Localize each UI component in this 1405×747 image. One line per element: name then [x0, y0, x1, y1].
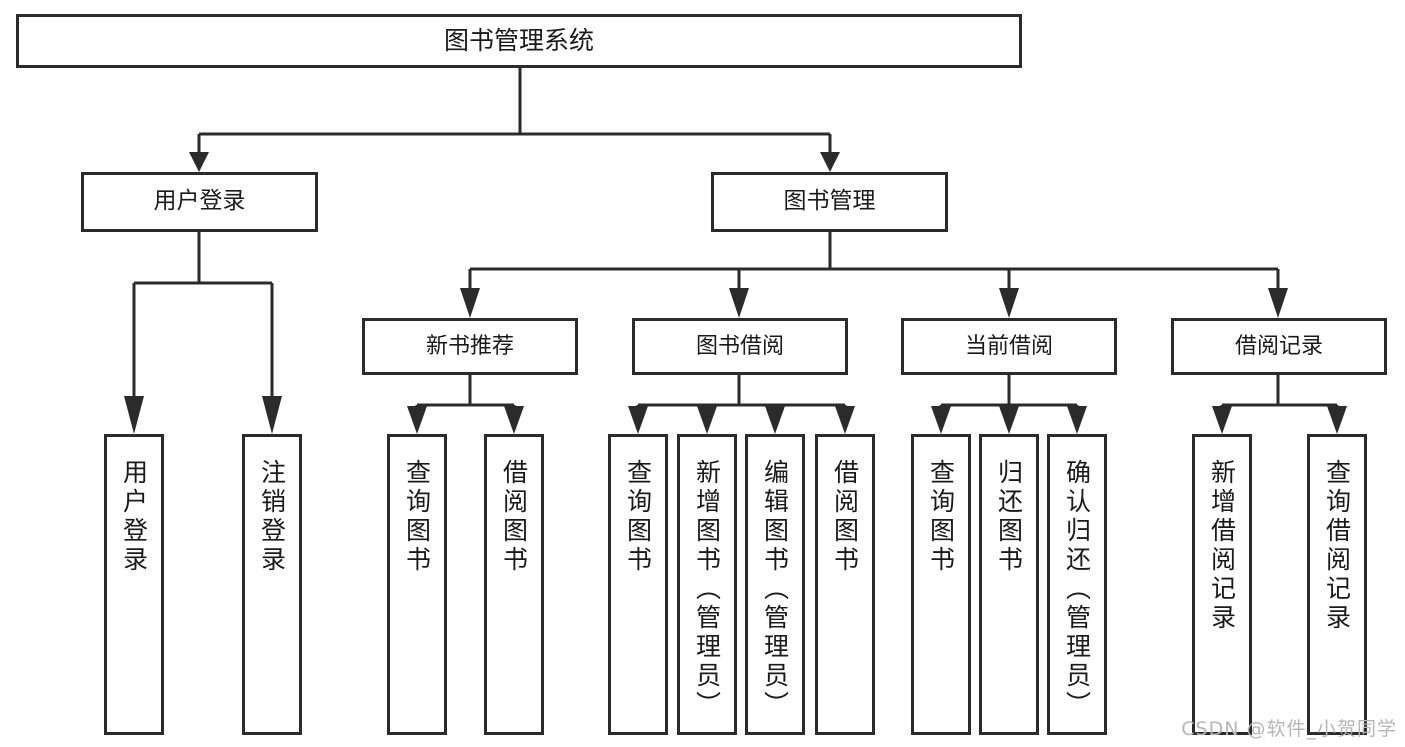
node-book-borrow-label: 图书借阅: [695, 333, 784, 359]
node-book-manage[interactable]: 图书管理: [711, 172, 948, 232]
arrowhead-leaf-query-book-2: [628, 406, 648, 434]
node-user-login[interactable]: 用户登录: [81, 172, 318, 232]
node-leaf-query-book-3-label: 查询图书: [926, 459, 956, 575]
node-root[interactable]: 图书管理系统: [16, 14, 1022, 68]
arrowhead-borrow-record: [1268, 288, 1288, 318]
node-leaf-edit-book[interactable]: 编辑图书（管理员）: [745, 434, 805, 735]
arrowhead-leaf-return-book: [999, 406, 1019, 434]
arrowhead-leaf-query-book-1: [407, 406, 427, 434]
arrowhead-leaf-borrow-book-1: [504, 406, 524, 434]
node-leaf-borrow-book-1[interactable]: 借阅图书: [484, 434, 544, 735]
node-leaf-user-login[interactable]: 用户登录: [104, 434, 164, 735]
node-leaf-return-book[interactable]: 归还图书: [979, 434, 1039, 735]
node-leaf-borrow-book-2[interactable]: 借阅图书: [815, 434, 875, 735]
node-leaf-confirm-return-label: 确认归还（管理员）: [1062, 459, 1092, 720]
arrowhead-leaf-confirm-return: [1067, 406, 1087, 434]
node-leaf-query-book-2[interactable]: 查询图书: [608, 434, 668, 735]
arrowhead-new-book-recommend: [460, 288, 480, 318]
node-leaf-return-book-label: 归还图书: [994, 459, 1024, 575]
arrowhead-leaf-query-record: [1327, 406, 1347, 434]
arrowhead-leaf-user-logout: [262, 396, 282, 434]
node-leaf-query-book-3[interactable]: 查询图书: [911, 434, 971, 735]
node-leaf-edit-book-label: 编辑图书（管理员）: [760, 459, 790, 720]
node-leaf-borrow-book-2-label: 借阅图书: [830, 459, 860, 575]
node-leaf-add-record-label: 新增借阅记录: [1207, 459, 1237, 633]
node-current-borrow[interactable]: 当前借阅: [901, 318, 1117, 375]
node-borrow-record[interactable]: 借阅记录: [1171, 318, 1387, 375]
arrowhead-current-borrow: [999, 288, 1019, 318]
arrowhead-leaf-query-book-3: [931, 406, 951, 434]
node-leaf-query-record-label: 查询借阅记录: [1322, 459, 1352, 633]
node-leaf-query-book-2-label: 查询图书: [623, 459, 653, 575]
node-leaf-add-book[interactable]: 新增图书（管理员）: [677, 434, 737, 735]
arrowhead-leaf-edit-book: [765, 406, 785, 434]
node-root-label: 图书管理系统: [443, 26, 594, 56]
node-leaf-query-record[interactable]: 查询借阅记录: [1307, 434, 1367, 735]
node-leaf-confirm-return[interactable]: 确认归还（管理员）: [1047, 434, 1107, 735]
arrowhead-user-login: [189, 152, 209, 172]
node-leaf-user-login-label: 用户登录: [119, 459, 149, 575]
node-leaf-add-book-label: 新增图书（管理员）: [692, 459, 722, 720]
arrowhead-leaf-add-book: [697, 406, 717, 434]
node-leaf-query-book-1[interactable]: 查询图书: [387, 434, 447, 735]
node-user-login-label: 用户登录: [153, 188, 246, 215]
node-leaf-user-logout[interactable]: 注销登录: [242, 434, 302, 735]
node-leaf-user-logout-label: 注销登录: [257, 459, 287, 575]
node-leaf-query-book-1-label: 查询图书: [402, 459, 432, 575]
arrowhead-leaf-user-login: [124, 396, 144, 434]
node-current-borrow-label: 当前借阅: [964, 333, 1053, 359]
arrowhead-book-borrow: [729, 288, 749, 318]
arrowhead-leaf-borrow-book-2: [835, 406, 855, 434]
node-book-manage-label: 图书管理: [783, 188, 876, 215]
node-new-book-recommend[interactable]: 新书推荐: [362, 318, 578, 375]
node-new-book-recommend-label: 新书推荐: [425, 333, 514, 359]
arrowhead-book-manage: [820, 152, 840, 172]
arrowhead-leaf-add-record: [1212, 406, 1232, 434]
node-borrow-record-label: 借阅记录: [1234, 333, 1323, 359]
node-leaf-borrow-book-1-label: 借阅图书: [499, 459, 529, 575]
node-leaf-add-record[interactable]: 新增借阅记录: [1192, 434, 1252, 735]
node-book-borrow[interactable]: 图书借阅: [632, 318, 848, 375]
